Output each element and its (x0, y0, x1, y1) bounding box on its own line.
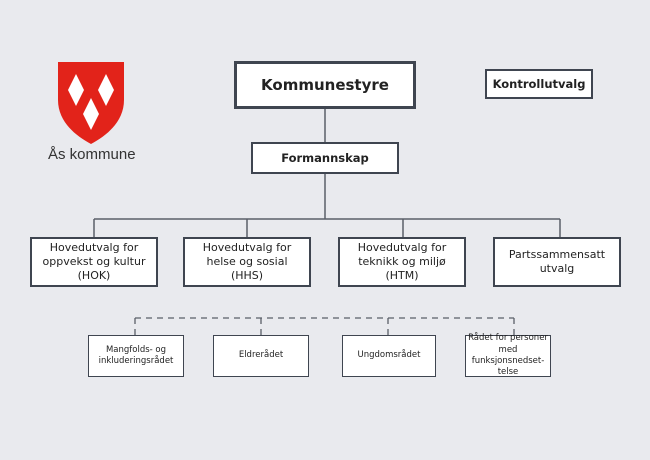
kontrollutvalg-box: Kontrollutvalg (485, 69, 593, 99)
committee-partssammensatt-box: Partssammensatt utvalg (493, 237, 621, 287)
council-funksjonsnedsettelse-box: Rådet for personer med funksjonsnedset-t… (465, 333, 551, 377)
committee-htm-box: Hovedutvalg for teknikk og miljø (HTM) (338, 237, 466, 287)
council-ungdom-box: Ungdomsrådet (342, 335, 436, 377)
council-eldre-box: Eldrerådet (213, 335, 309, 377)
committee-hok-box: Hovedutvalg for oppvekst og kultur (HOK) (30, 237, 158, 287)
council-mangfold-box: Mangfolds- og inkluderingsrådet (88, 335, 184, 377)
logo-text: Ås kommune (48, 146, 136, 163)
kommunestyre-box: Kommunestyre (234, 61, 416, 109)
coat-of-arms-logo (58, 62, 124, 144)
committee-hhs-box: Hovedutvalg for helse og sosial (HHS) (183, 237, 311, 287)
formannskap-box: Formannskap (251, 142, 399, 174)
dashed-council-lines (134, 317, 515, 335)
